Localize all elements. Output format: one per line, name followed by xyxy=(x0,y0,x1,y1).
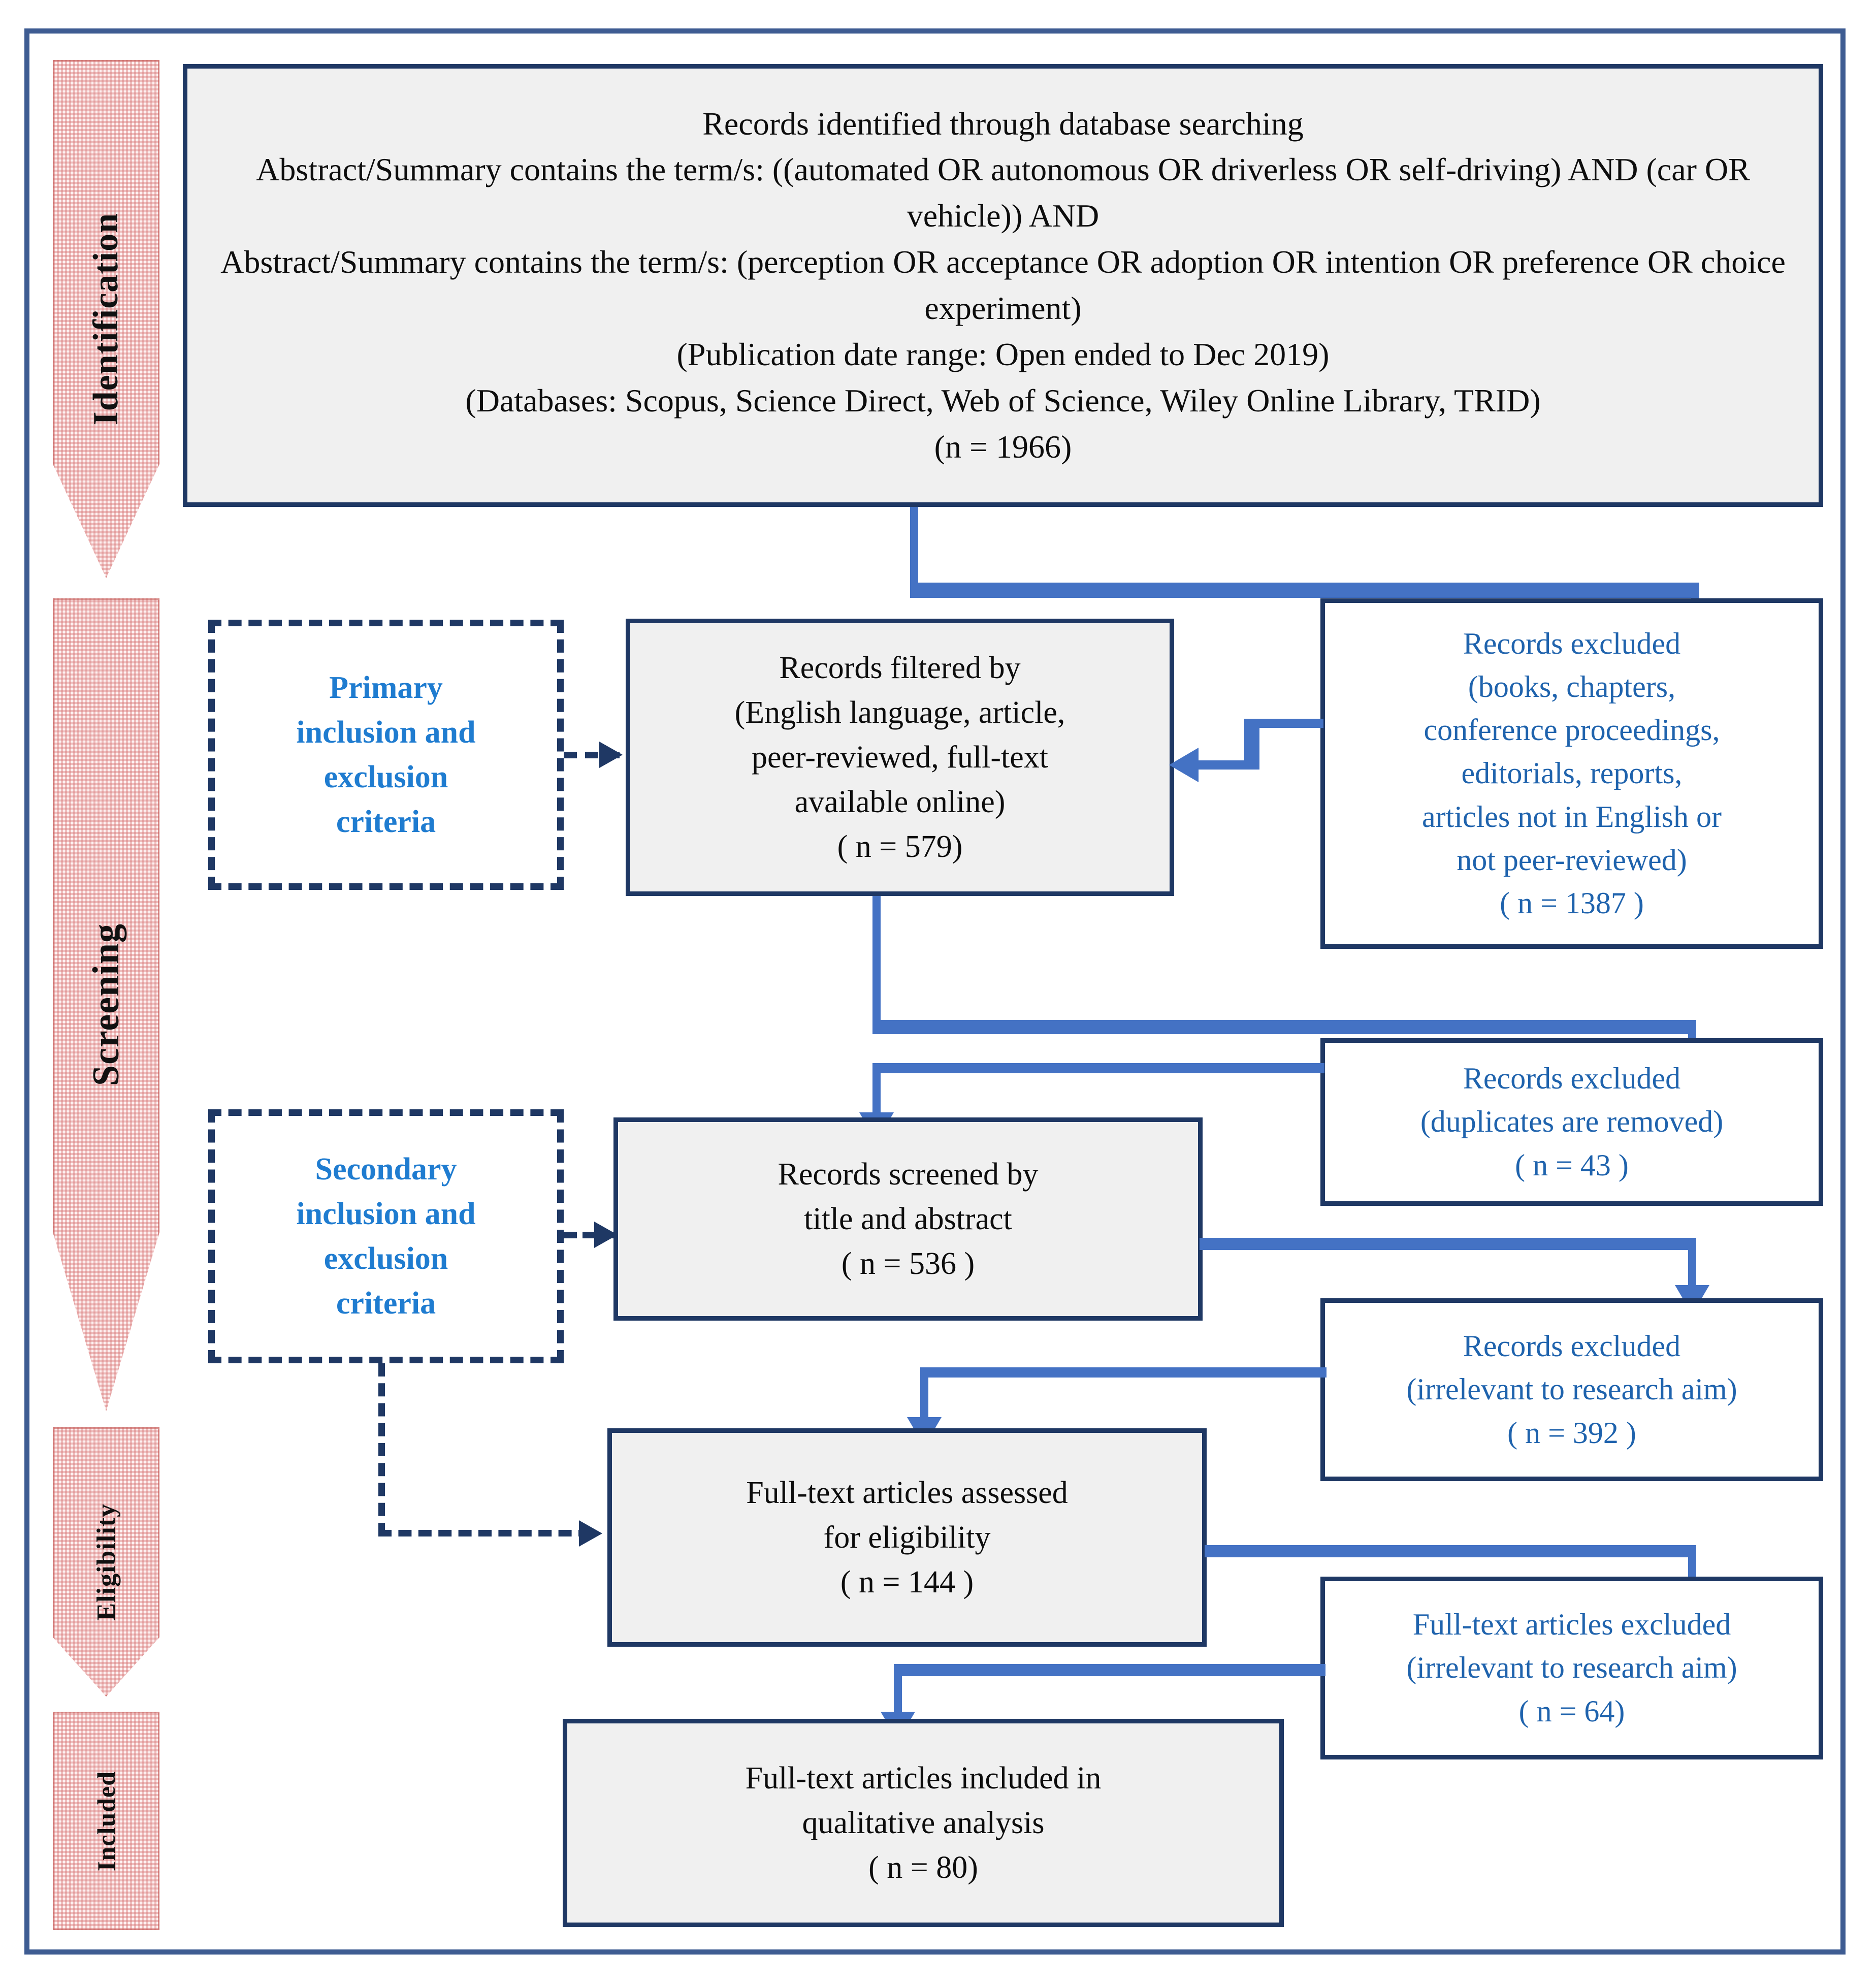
node-primary-criteria-text: Primary inclusion and exclusion criteria xyxy=(296,670,476,840)
node-records-screened: Records screened by title and abstract (… xyxy=(613,1117,1203,1321)
connector-assessed-right xyxy=(1205,1545,1696,1557)
node-excluded-43-text: Records excluded (duplicates are removed… xyxy=(1420,1062,1724,1182)
stage-label-identification: Identification xyxy=(86,212,125,426)
node-excluded-64: Full-text articles excluded (irrelevant … xyxy=(1320,1577,1823,1759)
connector-excluded1387-out xyxy=(1259,719,1323,728)
connector-excluded392-drop xyxy=(920,1367,928,1424)
connector-excluded392-left xyxy=(920,1367,1327,1378)
node-full-text-assessed: Full-text articles assessed for eligibil… xyxy=(607,1428,1207,1647)
node-primary-criteria: Primary inclusion and exclusion criteria xyxy=(208,620,564,890)
stage-banner-identification: Identification xyxy=(53,60,159,578)
node-full-text-included: Full-text articles included in qualitati… xyxy=(563,1719,1284,1927)
arrow-secondary-criteria-to-assessed xyxy=(579,1520,602,1547)
node-excluded-1387: Records excluded (books, chapters, confe… xyxy=(1320,598,1823,949)
node-records-filtered-text: Records filtered by (English language, a… xyxy=(734,650,1065,865)
node-records-screened-text: Records screened by title and abstract (… xyxy=(778,1157,1039,1282)
node-excluded-43: Records excluded (duplicates are removed… xyxy=(1320,1038,1823,1206)
stage-label-eligibility: Eligibility xyxy=(91,1503,121,1621)
node-records-identified: Records identified through database sear… xyxy=(183,64,1823,507)
node-secondary-criteria-text: Secondary inclusion and exclusion criter… xyxy=(296,1151,476,1321)
connector-excluded1387-left xyxy=(1199,760,1259,770)
connector-excluded43-drop xyxy=(872,1063,881,1120)
node-records-identified-text: Records identified through database sear… xyxy=(220,105,1786,465)
node-records-filtered: Records filtered by (English language, a… xyxy=(626,619,1174,896)
node-full-text-assessed-text: Full-text articles assessed for eligibil… xyxy=(746,1475,1068,1600)
stage-banner-eligibility: Eligibility xyxy=(53,1427,159,1696)
node-excluded-392: Records excluded (irrelevant to research… xyxy=(1320,1298,1823,1481)
connector-excluded64-drop xyxy=(894,1664,902,1719)
arrow-to-records-filtered xyxy=(1169,748,1199,782)
connector-secondary-criteria-to-assessed xyxy=(378,1530,592,1536)
stage-banner-included: Included xyxy=(53,1712,159,1930)
connector-excluded43-left xyxy=(872,1063,1324,1073)
node-excluded-392-text: Records excluded (irrelevant to research… xyxy=(1406,1329,1737,1450)
connector-identified-horizontal xyxy=(910,583,1698,598)
arrow-primary-criteria-to-filtered xyxy=(599,742,623,768)
connector-identified-stem xyxy=(910,507,918,589)
stage-banner-screening: Screening xyxy=(53,598,159,1411)
connector-secondary-criteria-drop xyxy=(378,1363,385,1536)
connector-filtered-horizontal xyxy=(872,1020,1695,1034)
connector-excluded64-left xyxy=(894,1664,1325,1676)
connector-filtered-stem xyxy=(872,896,881,1028)
stage-label-screening: Screening xyxy=(85,923,127,1086)
stage-label-included: Included xyxy=(92,1771,120,1871)
node-excluded-64-text: Full-text articles excluded (irrelevant … xyxy=(1406,1608,1737,1728)
connector-screened-right xyxy=(1200,1238,1696,1250)
connector-screened-drop xyxy=(1688,1238,1696,1295)
node-full-text-included-text: Full-text articles included in qualitati… xyxy=(745,1760,1102,1885)
node-excluded-1387-text: Records excluded (books, chapters, confe… xyxy=(1422,626,1722,920)
node-secondary-criteria: Secondary inclusion and exclusion criter… xyxy=(208,1109,564,1363)
